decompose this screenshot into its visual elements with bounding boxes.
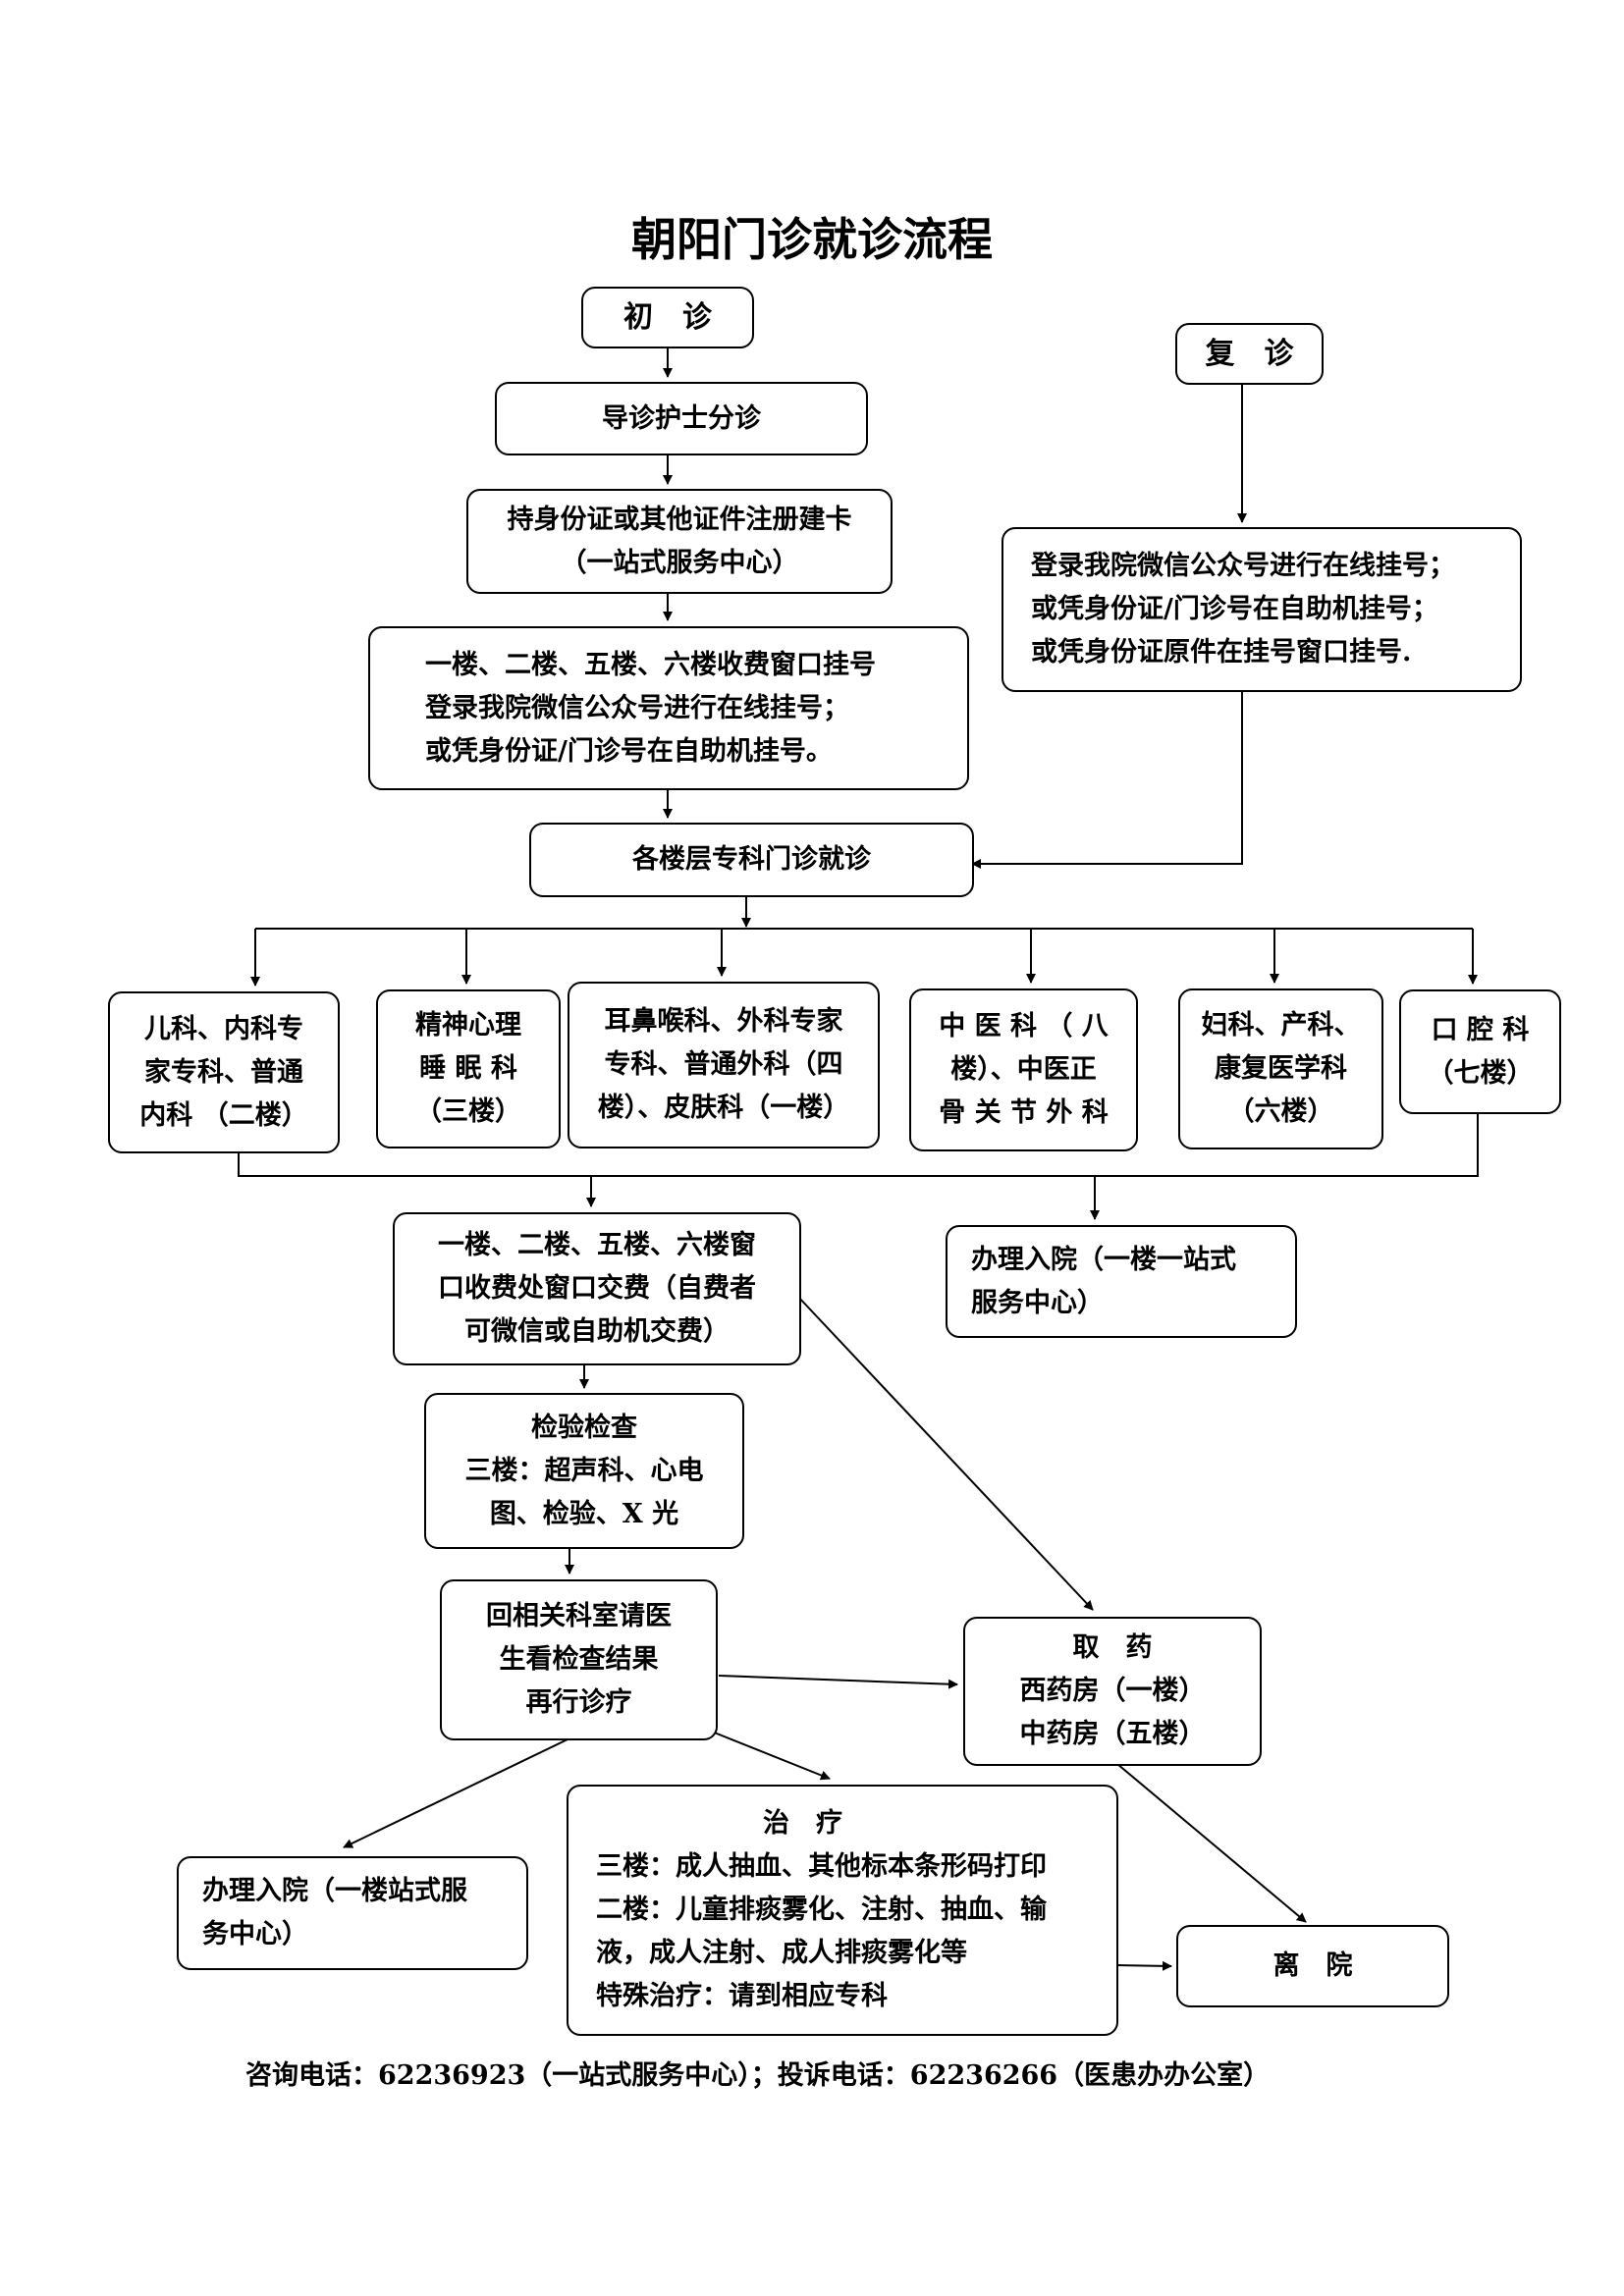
department-6-line-2: （七楼） — [1427, 1057, 1534, 1089]
department-5-line-1: 妇科、产科、 — [1201, 1010, 1361, 1041]
treatment-line-1: 治 疗 — [763, 1808, 842, 1839]
treatment-line-3: 二楼：儿童排痰雾化、注射、抽血、输 — [596, 1895, 1047, 1925]
admission-top-box: 办理入院（一楼一站式 服务中心） — [946, 1225, 1297, 1338]
revisit-doctor-line-3: 再行诊疗 — [525, 1687, 632, 1718]
arrow-return-registration-to-specialist — [971, 690, 1243, 869]
specialist-visit-box: 各楼层专科门诊就诊 — [529, 823, 974, 897]
payment-line-2: 口收费处窗口交费（自费者 — [438, 1273, 756, 1304]
admission-top-line-2: 服务中心） — [971, 1287, 1104, 1318]
return-visit-label: 复 诊 — [1205, 336, 1294, 371]
leave-label: 离 院 — [1272, 1950, 1353, 1981]
first-visit-box: 初 诊 — [581, 287, 754, 348]
pharmacy-line-1: 取 药 — [1072, 1632, 1153, 1663]
examination-line-2: 三楼：超声科、心电 — [464, 1455, 704, 1486]
treatment-line-2: 三楼：成人抽血、其他标本条形码打印 — [596, 1851, 1047, 1882]
department-box-2: 精神心理 睡 眠 科 （三楼） — [376, 989, 561, 1148]
first-registration-line-3: 或凭身份证/门诊号在自助机挂号。 — [425, 735, 833, 767]
admission-bottom-line-1: 办理入院（一楼站式服 — [202, 1876, 467, 1906]
register-card-line-1: 持身份证或其他证件注册建卡 — [507, 504, 852, 535]
arrow-revisit-to-treatment — [706, 1729, 831, 1781]
treatment-line-5: 特殊治疗：请到相应专科 — [596, 1981, 888, 2011]
treatment-box: 治 疗 三楼：成人抽血、其他标本条形码打印 二楼：儿童排痰雾化、注射、抽血、输 … — [567, 1785, 1118, 2036]
department-4-line-2: 楼）、中医正 — [950, 1054, 1097, 1085]
first-registration-line-1: 一楼、二楼、五楼、六楼收费窗口挂号 — [425, 649, 876, 680]
merge-line-bottom — [238, 1111, 1479, 1177]
first-visit-label: 初 诊 — [623, 299, 712, 335]
return-registration-line-3: 或凭身份证原件在挂号窗口挂号. — [1031, 637, 1412, 667]
department-3-line-2: 专科、普通外科（四 — [604, 1049, 843, 1080]
examination-line-1: 检验检查 — [531, 1412, 637, 1443]
department-1-line-1: 儿科、内科专 — [144, 1013, 303, 1044]
payment-line-3: 可微信或自助机交费） — [464, 1316, 730, 1347]
department-box-5: 妇科、产科、 康复医学科 （六楼） — [1178, 988, 1383, 1149]
leave-box: 离 院 — [1176, 1925, 1449, 2007]
department-6-line-1: 口 腔 科 — [1431, 1014, 1530, 1045]
payment-line-1: 一楼、二楼、五楼、六楼窗 — [438, 1230, 756, 1260]
arrow-revisit-to-admission — [343, 1738, 568, 1848]
pharmacy-line-2: 西药房（一楼） — [1019, 1676, 1206, 1706]
department-2-line-3: （三楼） — [415, 1096, 521, 1127]
admission-bottom-box: 办理入院（一楼站式服 务中心） — [177, 1856, 528, 1970]
register-card-box: 持身份证或其他证件注册建卡 （一站式服务中心） — [466, 489, 893, 594]
pharmacy-box: 取 药 西药房（一楼） 中药房（五楼） — [963, 1617, 1262, 1766]
revisit-doctor-box: 回相关科室请医 生看检查结果 再行诊疗 — [440, 1579, 718, 1740]
arrow-pharmacy-to-leave — [1116, 1763, 1307, 1923]
examination-box: 检验检查 三楼：超声科、心电 图、检验、X 光 — [424, 1393, 744, 1549]
admission-bottom-line-2: 务中心） — [202, 1919, 308, 1949]
revisit-doctor-line-1: 回相关科室请医 — [486, 1601, 672, 1631]
examination-line-3: 图、检验、X 光 — [489, 1498, 679, 1529]
return-registration-line-2: 或凭身份证/门诊号在自助机挂号； — [1031, 594, 1438, 624]
first-registration-box: 一楼、二楼、五楼、六楼收费窗口挂号 登录我院微信公众号进行在线挂号； 或凭身份证… — [368, 626, 969, 790]
department-3-line-1: 耳鼻喉科、外科专家 — [604, 1006, 843, 1037]
department-box-3: 耳鼻喉科、外科专家 专科、普通外科（四 楼）、皮肤科（一楼） — [568, 982, 880, 1148]
page-title: 朝阳门诊就诊流程 — [631, 213, 993, 266]
return-registration-line-1: 登录我院微信公众号进行在线挂号； — [1031, 551, 1455, 581]
treatment-line-4: 液，成人注射、成人排痰雾化等 — [596, 1938, 967, 1968]
department-1-line-3: 内科 （二楼） — [139, 1099, 308, 1131]
department-4-line-1: 中 医 科 （ 八 — [939, 1011, 1109, 1041]
department-2-line-1: 精神心理 — [415, 1010, 521, 1041]
department-4-line-3: 骨 关 节 外 科 — [939, 1097, 1109, 1128]
department-2-line-2: 睡 眠 科 — [419, 1053, 517, 1084]
arrow-payment-to-pharmacy — [796, 1295, 1094, 1611]
return-visit-box: 复 诊 — [1175, 323, 1324, 385]
register-card-line-2: （一站式服务中心） — [560, 547, 799, 578]
revisit-doctor-line-2: 生看检查结果 — [499, 1644, 659, 1675]
first-registration-line-2: 登录我院微信公众号进行在线挂号； — [425, 692, 849, 723]
admission-top-line-1: 办理入院（一楼一站式 — [971, 1244, 1236, 1275]
specialist-visit-label: 各楼层专科门诊就诊 — [632, 844, 871, 875]
department-1-line-2: 家专科、普通 — [144, 1056, 303, 1088]
department-5-line-3: （六楼） — [1227, 1096, 1334, 1127]
triage-box: 导诊护士分诊 — [495, 382, 868, 455]
department-box-6: 口 腔 科 （七楼） — [1399, 989, 1561, 1114]
triage-label: 导诊护士分诊 — [602, 402, 761, 434]
arrow-treatment-to-leave — [1116, 1960, 1172, 1971]
pharmacy-line-3: 中药房（五楼） — [1019, 1719, 1206, 1749]
contact-footer: 咨询电话：62236923（一站式服务中心）；投诉电话：62236266（医患办… — [245, 2060, 1271, 2091]
department-box-4: 中 医 科 （ 八 楼）、中医正 骨 关 节 外 科 — [909, 988, 1138, 1151]
arrow-revisit-to-pharmacy — [718, 1675, 958, 1689]
department-5-line-2: 康复医学科 — [1215, 1053, 1347, 1084]
payment-box: 一楼、二楼、五楼、六楼窗 口收费处窗口交费（自费者 可微信或自助机交费） — [393, 1212, 801, 1365]
department-3-line-3: 楼）、皮肤科（一楼） — [597, 1093, 850, 1123]
return-registration-box: 登录我院微信公众号进行在线挂号； 或凭身份证/门诊号在自助机挂号； 或凭身份证原… — [1001, 527, 1522, 692]
department-box-1: 儿科、内科专 家专科、普通 内科 （二楼） — [108, 991, 340, 1153]
